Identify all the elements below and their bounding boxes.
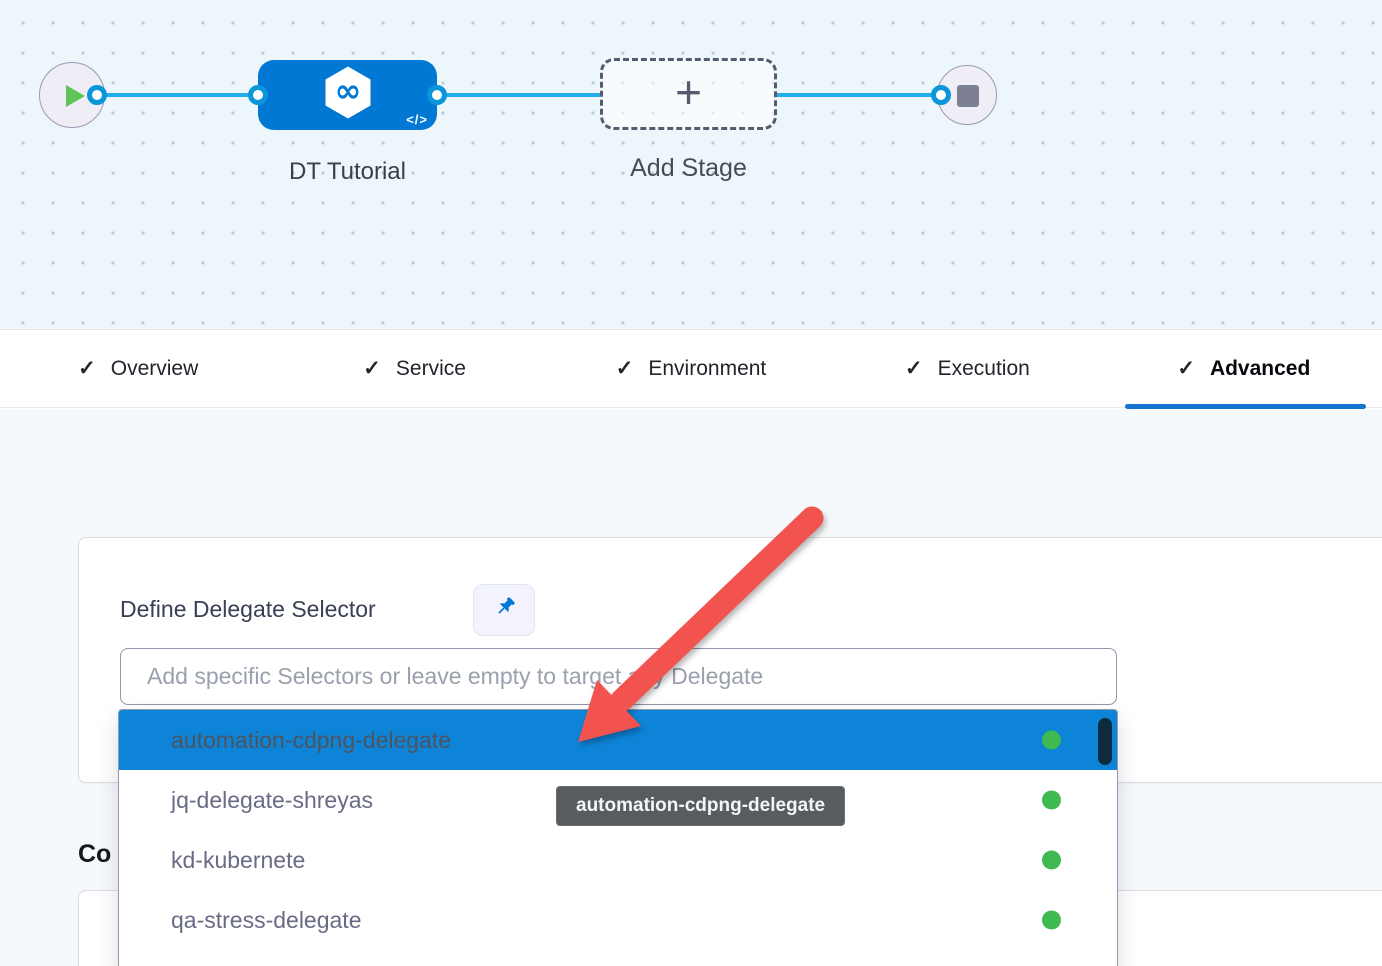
svg-text:∞: ∞ bbox=[334, 72, 361, 110]
connector-port[interactable] bbox=[931, 85, 951, 105]
check-icon: ✓ bbox=[363, 356, 381, 381]
option-label: jq-delegate-shreyas bbox=[171, 787, 373, 814]
pipeline-edge bbox=[97, 93, 258, 97]
next-section-heading-partial: Co bbox=[78, 840, 111, 869]
tab-execution[interactable]: ✓ Execution bbox=[829, 330, 1105, 407]
add-stage-label: Add Stage bbox=[600, 154, 777, 183]
dropdown-option-kd-kubernete[interactable]: kd-kubernete bbox=[119, 830, 1117, 890]
option-label: kd-kubernete bbox=[171, 847, 305, 874]
advanced-tab-panel: Delegate Selector (optional) Define Dele… bbox=[0, 409, 1382, 966]
play-icon bbox=[66, 85, 85, 107]
tab-label: Advanced bbox=[1210, 357, 1310, 381]
pin-icon bbox=[491, 594, 518, 626]
check-icon: ✓ bbox=[1177, 356, 1195, 381]
status-dot-icon bbox=[1042, 791, 1061, 810]
check-icon: ✓ bbox=[78, 356, 96, 381]
tab-environment[interactable]: ✓ Environment bbox=[553, 330, 829, 407]
tab-label: Environment bbox=[648, 357, 766, 381]
dropdown-option-automation-cdpng-delegate[interactable]: automation-cdpng-delegate bbox=[119, 710, 1117, 770]
check-icon: ✓ bbox=[616, 356, 634, 381]
tab-label: Overview bbox=[111, 357, 199, 381]
tab-label: Execution bbox=[938, 357, 1030, 381]
tab-service[interactable]: ✓ Service bbox=[276, 330, 552, 407]
delegate-options-dropdown: automation-cdpng-delegate jq-delegate-sh… bbox=[118, 709, 1118, 966]
check-icon: ✓ bbox=[905, 356, 923, 381]
status-dot-icon bbox=[1042, 731, 1061, 750]
dropdown-scrollbar[interactable] bbox=[1098, 718, 1112, 765]
pipeline-edge bbox=[777, 93, 941, 97]
dropdown-option-qa-stress-delegate[interactable]: qa-stress-delegate bbox=[119, 890, 1117, 950]
option-label: automation-cdpng-delegate bbox=[171, 727, 451, 754]
connector-port[interactable] bbox=[427, 85, 447, 105]
plus-icon: + bbox=[675, 69, 702, 115]
pin-input-type-button[interactable] bbox=[473, 584, 535, 636]
tab-label: Service bbox=[396, 357, 466, 381]
option-label: qa-stress-delegate bbox=[171, 907, 362, 934]
stage-name-label: DT Tutorial bbox=[258, 158, 437, 186]
pipeline-edge bbox=[437, 93, 600, 97]
active-tab-indicator bbox=[1125, 404, 1366, 409]
pipeline-canvas[interactable]: ∞ </> + DT Tutorial Add Stage bbox=[0, 0, 1382, 330]
tab-overview[interactable]: ✓ Overview bbox=[0, 330, 276, 407]
add-stage-button[interactable]: + bbox=[600, 58, 777, 130]
connector-port[interactable] bbox=[248, 85, 268, 105]
stage-node-dt-tutorial[interactable]: ∞ </> bbox=[258, 60, 437, 130]
stop-icon bbox=[957, 85, 979, 107]
code-icon[interactable]: </> bbox=[406, 112, 428, 127]
tab-advanced[interactable]: ✓ Advanced bbox=[1106, 330, 1382, 407]
connector-port[interactable] bbox=[87, 85, 107, 105]
delegate-selector-input[interactable] bbox=[120, 648, 1117, 705]
delegate-name-tooltip: automation-cdpng-delegate bbox=[556, 786, 845, 826]
define-delegate-selector-label: Define Delegate Selector bbox=[120, 596, 376, 623]
status-dot-icon bbox=[1042, 851, 1061, 870]
status-dot-icon bbox=[1042, 911, 1061, 930]
stage-tabbar: ✓ Overview ✓ Service ✓ Environment ✓ Exe… bbox=[0, 330, 1382, 408]
harness-cd-icon: ∞ bbox=[320, 65, 376, 126]
